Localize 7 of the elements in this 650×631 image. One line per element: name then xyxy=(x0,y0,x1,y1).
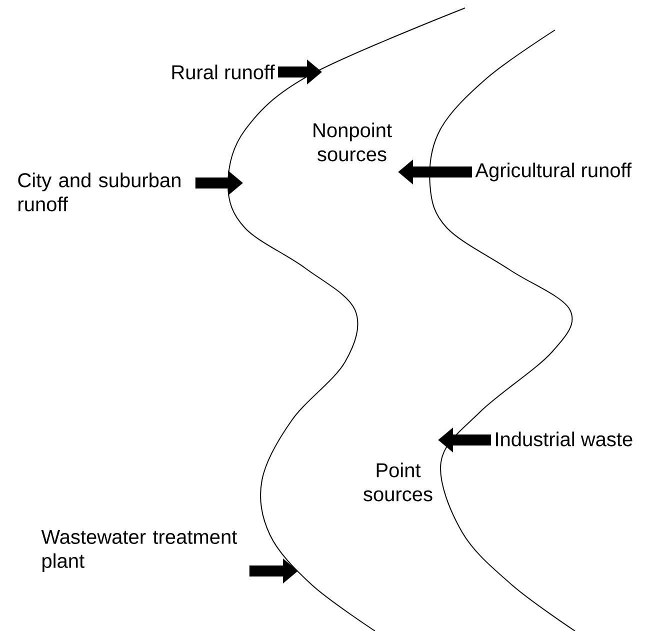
source-label: City and suburban runoff xyxy=(18,172,180,212)
source-label: Rural runoff xyxy=(172,64,275,80)
source-label: Industrial waste xyxy=(496,432,632,446)
source-label: Wastewater treatment plant xyxy=(41,530,238,572)
region-label: Point sources xyxy=(364,462,432,502)
region-label: Nonpoint sources xyxy=(314,122,392,162)
source-label: Agricultural runoff xyxy=(475,162,632,182)
